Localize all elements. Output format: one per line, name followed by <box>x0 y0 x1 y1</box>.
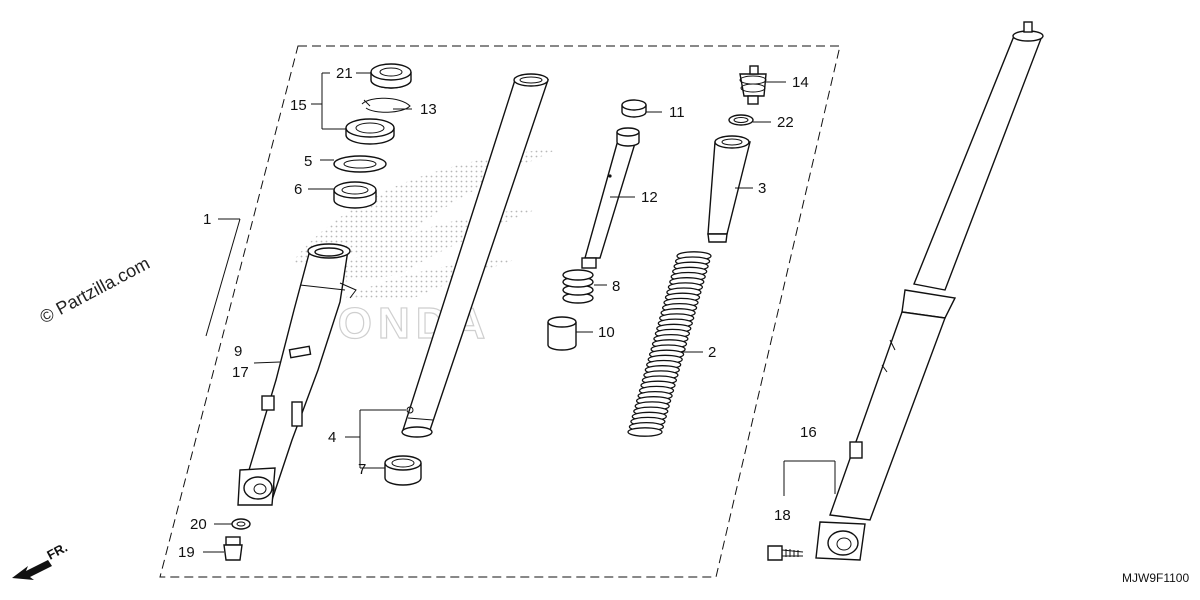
socket-bolt-19 <box>223 536 243 561</box>
callout-6: 6 <box>294 181 302 198</box>
oil-seal-15 <box>345 118 395 145</box>
oil-lock-piece-10 <box>547 316 577 351</box>
callout-20: 20 <box>190 516 207 533</box>
spring-coil <box>627 427 663 437</box>
fork-piston-12 <box>581 127 640 269</box>
guide-bushing-6 <box>333 181 377 209</box>
fork-inner-tube <box>401 73 549 438</box>
fork-assembly-16 <box>815 21 1044 561</box>
callout-1: 1 <box>203 211 211 228</box>
washer-20 <box>231 518 251 530</box>
callout-5: 5 <box>304 153 312 170</box>
callout-17: 17 <box>232 364 249 381</box>
front-direction-indicator: FR. <box>12 540 70 580</box>
callout-19: 19 <box>178 544 195 561</box>
callout-8: 8 <box>612 278 620 295</box>
callout-9: 9 <box>234 343 242 360</box>
callout-2: 2 <box>708 344 716 361</box>
stopper-ring-13 <box>361 97 411 113</box>
diagram-code: MJW9F1100 <box>1122 571 1189 585</box>
spacer-collar-3 <box>707 135 751 243</box>
fork-slider <box>237 243 357 506</box>
bolt-18 <box>767 545 804 561</box>
back-up-ring-5 <box>333 155 387 173</box>
ring-11 <box>621 99 647 118</box>
callout-16: 16 <box>800 424 817 441</box>
callout-11: 11 <box>669 104 685 121</box>
callout-14: 14 <box>792 74 809 91</box>
arrow-left-icon <box>12 560 52 580</box>
callout-18: 18 <box>774 507 791 524</box>
assembly-boundary <box>159 45 841 578</box>
callout-21: 21 <box>336 65 353 82</box>
partzilla-watermark: © Partzilla.com <box>36 253 152 328</box>
callout-13: 13 <box>420 101 437 118</box>
o-ring-22 <box>728 114 754 126</box>
oil-seal-21 <box>370 63 412 89</box>
rebound-spring-8 <box>562 269 594 304</box>
callout-3: 3 <box>758 180 766 197</box>
fork-spring-2 <box>627 251 712 437</box>
callout-7: 7 <box>358 461 366 478</box>
callout-4: 4 <box>328 429 336 446</box>
fork-bolt-14 <box>739 65 767 105</box>
callout-10: 10 <box>598 324 615 341</box>
direction-label: FR. <box>44 540 70 563</box>
callout-labels: 21 15 13 5 6 1 9 17 4 7 11 12 8 10 14 22… <box>178 65 817 561</box>
callout-22: 22 <box>777 114 794 131</box>
leader-lines <box>203 72 836 553</box>
callout-12: 12 <box>641 189 658 206</box>
callout-15: 15 <box>290 97 307 114</box>
slider-bushing-7 <box>384 455 422 486</box>
